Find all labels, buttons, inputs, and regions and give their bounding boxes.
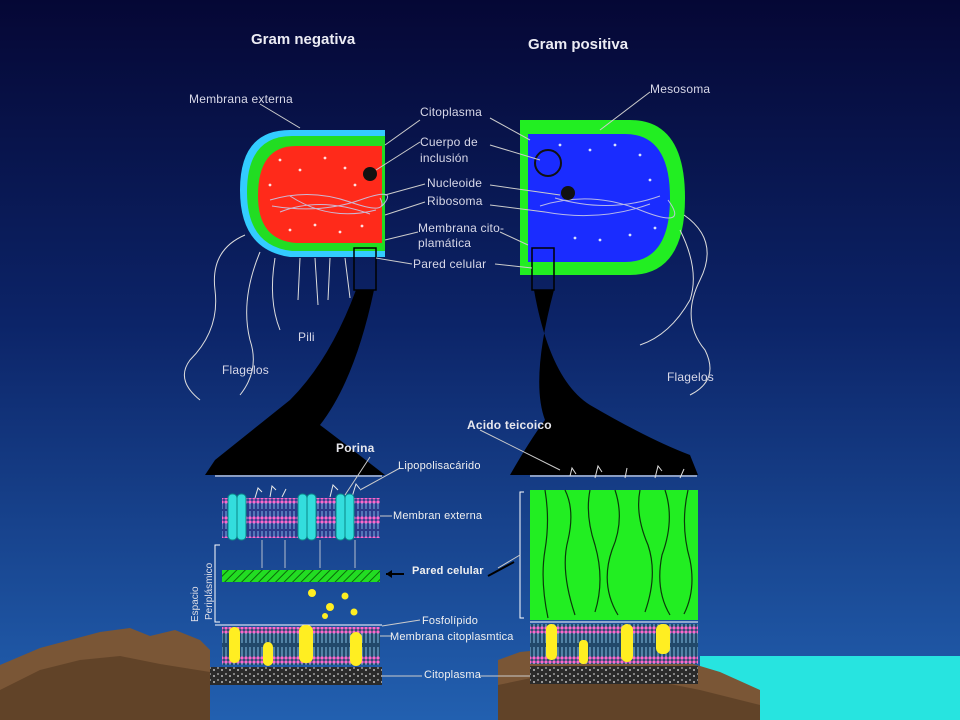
label-membrana-externa: Membrana externa xyxy=(189,92,293,106)
leader-lines xyxy=(259,91,651,269)
porins xyxy=(227,493,355,541)
peptidoglycan-thick xyxy=(530,490,698,620)
arrow-left-head xyxy=(386,570,392,578)
label-periplasmico: Periplásmico xyxy=(204,562,215,620)
nucleoid-strands xyxy=(269,193,388,215)
label-ribosoma: Ribosoma xyxy=(427,194,483,208)
flagella-left xyxy=(183,234,281,401)
teichoic-tips xyxy=(569,464,685,479)
label-cuerpo-de: Cuerpo de xyxy=(420,135,478,149)
label-nucleoide: Nucleoide xyxy=(427,176,483,190)
label-lipopolisacarido: Lipopolisacárido xyxy=(398,460,481,472)
lipoprotein-lines xyxy=(261,540,356,568)
membrane-proteins-left xyxy=(229,625,362,666)
label-plamatica: plamática xyxy=(418,236,472,250)
cytoplasm-left xyxy=(210,667,382,685)
peptidoglycan-layer xyxy=(222,570,380,582)
pili xyxy=(297,257,351,306)
label-citoplasma-bottom: Citoplasma xyxy=(424,669,482,681)
teichoic-acids xyxy=(542,489,693,619)
label-flagelos-left: Flagelos xyxy=(222,363,269,377)
gram-positive-envelope xyxy=(519,464,698,684)
membrane-proteins-right xyxy=(546,624,670,664)
label-flagelos-right: Flagelos xyxy=(667,370,714,384)
ribosome-dots-positive xyxy=(558,143,657,242)
gram-positive-cell xyxy=(520,120,711,396)
mesosome xyxy=(534,149,562,177)
funnel-right xyxy=(510,290,698,475)
label-porina: Porina xyxy=(336,441,375,455)
cytoplasm-red xyxy=(258,146,382,243)
lps-chains xyxy=(254,482,361,499)
gram-negative-cell xyxy=(183,130,388,401)
gram-negative-envelope xyxy=(210,475,382,685)
label-pared-celular-detail: Pared celular xyxy=(412,565,484,577)
label-pared-celular: Pared celular xyxy=(413,257,487,271)
label-membrana-citoplasmtica: Membrana citoplasmtica xyxy=(390,631,514,643)
label-membrana-cito: Membrana cito- xyxy=(418,221,505,235)
detail-leader-lines xyxy=(344,429,561,677)
label-mesosoma: Mesosoma xyxy=(650,82,711,96)
inclusion-body-positive xyxy=(561,186,575,200)
cytoplasm-blue xyxy=(528,134,670,262)
flagella-right xyxy=(639,214,711,396)
label-acido-teicoico: Acido teicoico xyxy=(467,418,552,432)
funnel-left xyxy=(205,290,385,475)
label-espacio: Espacio xyxy=(190,586,201,622)
title-gram-positive: Gram positiva xyxy=(528,36,629,53)
label-inclusion: inclusión xyxy=(420,151,469,165)
label-citoplasma: Citoplasma xyxy=(420,105,483,119)
periplasm-proteins xyxy=(308,589,358,619)
title-gram-negative: Gram negativa xyxy=(251,31,356,48)
inclusion-body xyxy=(363,167,377,181)
label-fosfolipido: Fosfolípido xyxy=(422,615,479,627)
ribosome-dots xyxy=(268,156,364,234)
mountain-shade xyxy=(0,656,210,720)
arrow-right xyxy=(487,561,515,577)
label-pili: Pili xyxy=(298,330,315,344)
cytoplasm-right xyxy=(530,666,698,684)
label-membran-externa: Membran externa xyxy=(393,510,483,522)
